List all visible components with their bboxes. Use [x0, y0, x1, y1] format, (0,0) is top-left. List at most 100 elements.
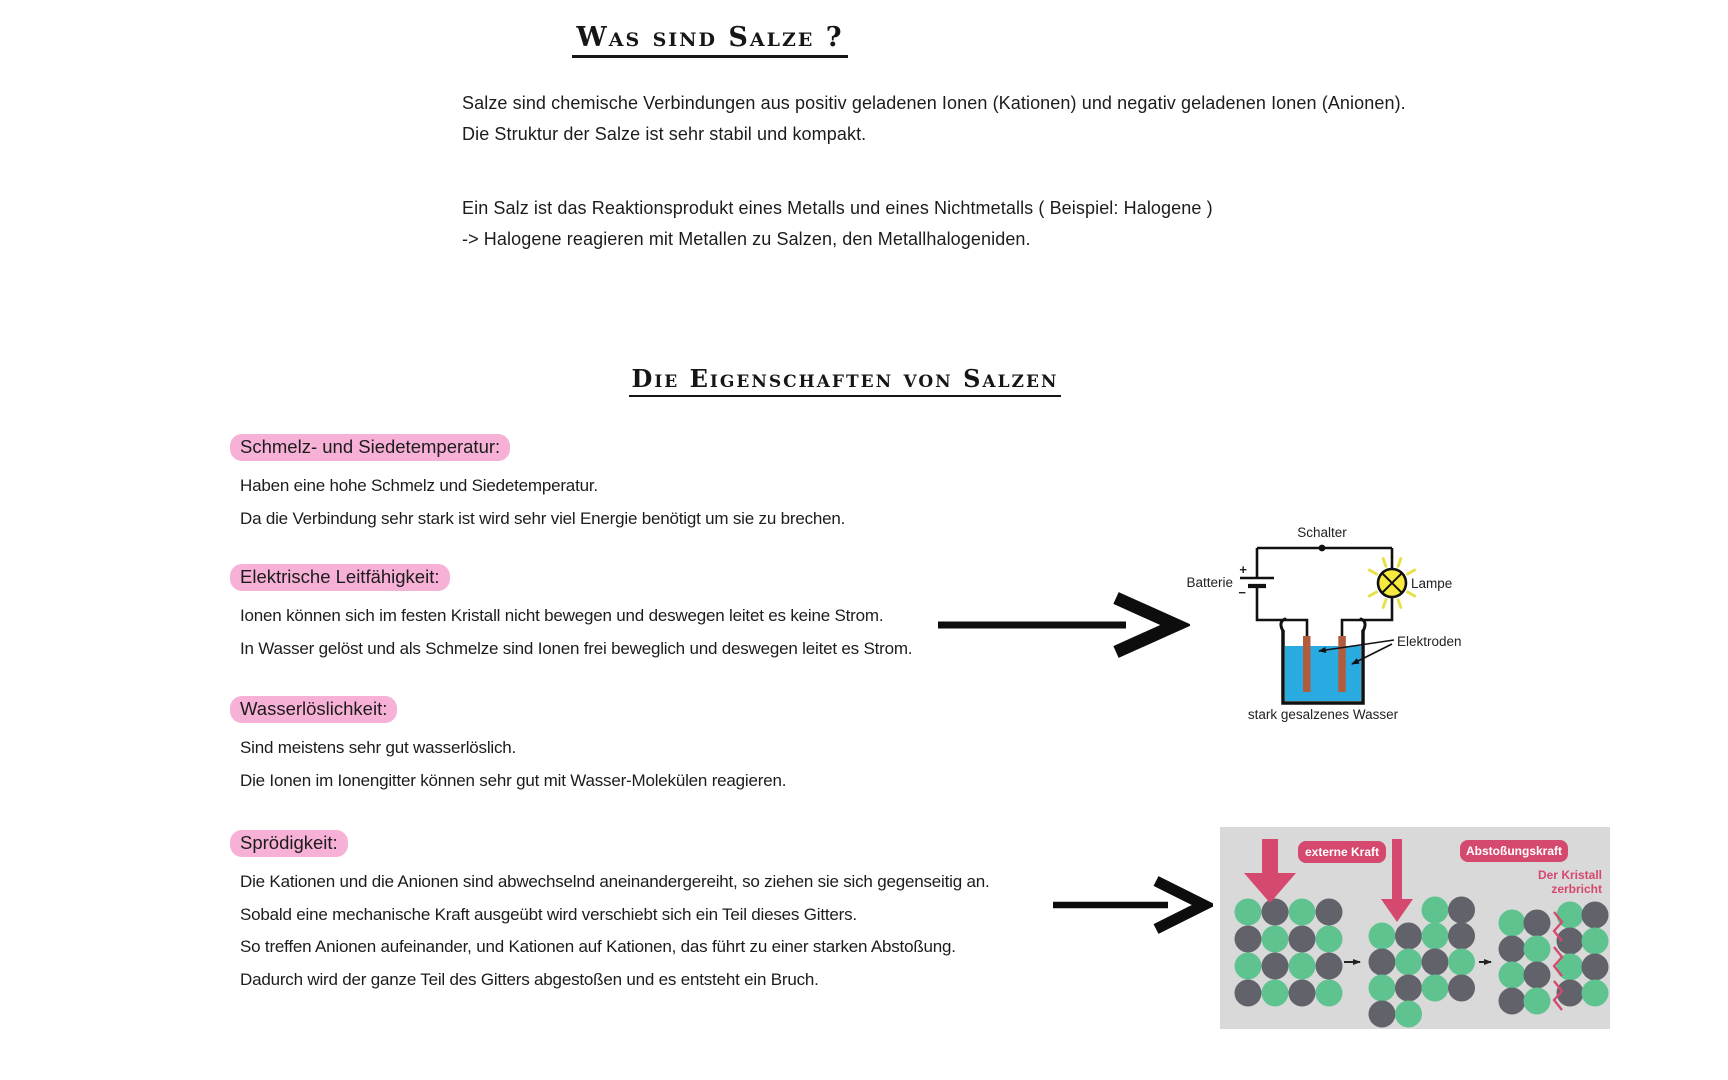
text-line: Dadurch wird der ganze Teil des Gitters …	[240, 969, 819, 989]
ion-green	[1498, 961, 1526, 989]
ion-gray	[1556, 979, 1584, 1007]
ion-green	[1234, 898, 1262, 926]
externe-kraft-arrow-icon	[1244, 839, 1296, 903]
section-leitfaehigkeit: Elektrische Leitfähigkeit: Ionen können …	[230, 564, 913, 665]
section-schmelztemperatur: Schmelz- und Siedetemperatur: Haben eine…	[230, 434, 846, 535]
page-title-text: Was sind Salze ?	[572, 22, 848, 58]
ion-gray	[1288, 925, 1316, 953]
text-line: Da die Verbindung sehr stark ist wird se…	[240, 508, 846, 528]
crack-zigzag-icon	[1552, 911, 1564, 1011]
elektroden-pointer-arrow	[1351, 643, 1393, 665]
beaker-icon	[1279, 617, 1367, 705]
ion-gray	[1395, 974, 1422, 1002]
intro-text: Salze sind chemische Verbindungen aus po…	[462, 88, 1406, 255]
ion-green	[1288, 898, 1316, 926]
electrode-left	[1303, 636, 1311, 692]
arrow-right-icon	[1053, 876, 1213, 934]
intro-line: -> Halogene reagieren mit Metallen zu Sa…	[462, 229, 1031, 249]
ion-green	[1581, 979, 1609, 1007]
section-heading-highlight: Sprödigkeit:	[230, 830, 348, 857]
kristall-zerbricht-label: zerbricht	[1551, 882, 1602, 896]
arrow-right-icon	[938, 592, 1190, 658]
ion-green	[1368, 974, 1396, 1002]
text-line: In Wasser gelöst und als Schmelze sind I…	[240, 638, 913, 658]
kraft-arrow-icon	[1381, 839, 1413, 922]
label-salzwasser: stark gesalzenes Wasser	[1248, 707, 1399, 722]
ion-green	[1523, 935, 1551, 963]
properties-heading-text: Die Eigenschaften von Salzen	[628, 364, 1062, 397]
ion-gray	[1556, 927, 1584, 955]
abstossungskraft-badge: Abstoßungskraft	[1460, 840, 1568, 862]
ion-gray	[1421, 948, 1449, 976]
ion-green	[1421, 922, 1449, 950]
ion-gray	[1234, 979, 1262, 1007]
electrode-right	[1338, 636, 1346, 692]
ion-gray	[1581, 901, 1609, 929]
intro-line: Salze sind chemische Verbindungen aus po…	[462, 93, 1406, 113]
ion-lattices	[1234, 896, 1609, 1028]
ion-green	[1421, 974, 1449, 1002]
ion-green	[1315, 979, 1343, 1007]
ion-gray	[1315, 898, 1343, 926]
ion-gray	[1448, 896, 1475, 924]
ion-gray	[1234, 925, 1262, 953]
ion-gray	[1523, 961, 1551, 989]
lattice-diagram: externe Kraft Abstoßungskraft Der Krista…	[1220, 827, 1610, 1029]
ion-gray	[1395, 922, 1422, 950]
ion-green	[1315, 925, 1343, 953]
battery-minus: −	[1238, 585, 1246, 600]
section-heading-highlight: Wasserlöslichkeit:	[230, 696, 398, 723]
text-line: So treffen Anionen aufeinander, und Kati…	[240, 937, 956, 956]
text-line: Sind meistens sehr gut wasserlöslich.	[240, 738, 517, 757]
ion-green	[1395, 948, 1422, 976]
ion-green	[1368, 922, 1396, 950]
ion-green	[1523, 987, 1551, 1015]
ion-gray	[1288, 979, 1316, 1007]
properties-heading: Die Eigenschaften von Salzen	[595, 364, 1095, 397]
label-batterie: Batterie	[1186, 575, 1233, 590]
text-line: Die Kationen und die Anionen sind abwech…	[240, 872, 990, 891]
ion-green	[1234, 952, 1262, 980]
abstossungskraft-label: Abstoßungskraft	[1466, 844, 1562, 858]
label-schalter: Schalter	[1297, 525, 1347, 540]
section-heading-highlight: Elektrische Leitfähigkeit:	[230, 564, 450, 591]
lamp-icon	[1367, 557, 1417, 609]
switch-contact-dot	[1318, 544, 1326, 552]
ion-gray	[1448, 922, 1475, 950]
intro-line: Ein Salz ist das Reaktionsprodukt eines …	[462, 198, 1213, 218]
ion-gray	[1368, 1000, 1396, 1028]
ion-green	[1448, 948, 1475, 976]
ion-green	[1556, 953, 1584, 981]
ion-gray	[1448, 974, 1475, 1002]
text-line: Ionen können sich im festen Kristall nic…	[240, 606, 884, 625]
intro-line: Die Struktur der Salze ist sehr stabil u…	[462, 124, 867, 144]
section-wasserloeslichkeit: Wasserlöslichkeit: Sind meistens sehr gu…	[230, 696, 787, 797]
ion-green	[1581, 927, 1609, 955]
salt-water	[1285, 646, 1361, 701]
battery-plus: +	[1239, 562, 1247, 577]
kristall-zerbricht-label: Der Kristall	[1538, 868, 1602, 882]
ion-gray	[1261, 898, 1289, 926]
battery-icon: + −	[1238, 562, 1274, 600]
text-line: Haben eine hohe Schmelz und Siedetempera…	[240, 476, 598, 495]
section-heading-highlight: Schmelz- und Siedetemperatur:	[230, 434, 511, 461]
externe-kraft-label: externe Kraft	[1305, 845, 1379, 859]
ion-green	[1261, 979, 1289, 1007]
ion-gray	[1261, 952, 1289, 980]
ion-green	[1261, 925, 1289, 953]
ion-gray	[1523, 909, 1551, 937]
label-elektroden: Elektroden	[1397, 634, 1462, 649]
circuit-diagram: Schalter + − Batterie Lampe	[1186, 525, 1462, 722]
externe-kraft-badge: externe Kraft	[1298, 841, 1386, 863]
text-line: Die Ionen im Ionengitter können sehr gut…	[240, 770, 787, 790]
elektroden-pointer-arrow	[1318, 639, 1395, 653]
text-line: Sobald eine mechanische Kraft ausgeübt w…	[240, 904, 857, 924]
section-sproedigkeit: Sprödigkeit: Die Kationen und die Anione…	[230, 830, 990, 996]
label-lampe: Lampe	[1411, 576, 1452, 591]
ion-gray	[1368, 948, 1396, 976]
ion-green	[1288, 952, 1316, 980]
ion-gray	[1581, 953, 1609, 981]
ion-green	[1498, 909, 1526, 937]
ion-gray	[1315, 952, 1343, 980]
